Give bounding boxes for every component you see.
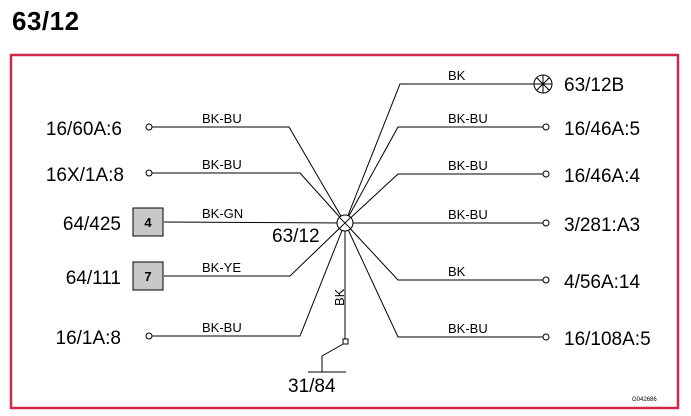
wire-color-label: BK-BU: [448, 321, 488, 336]
page-title: 63/12: [12, 6, 80, 36]
wire-left-5: [151, 222, 346, 337]
lamp-icon: [533, 74, 553, 94]
wire-color-label: BK: [332, 288, 347, 306]
wire-left-1: [151, 126, 346, 224]
wire-color-label: BK-BU: [448, 207, 488, 222]
wire-color-label: BK-BU: [202, 111, 242, 126]
wire-color-label: BK-BU: [202, 157, 242, 172]
ground-switch: [321, 342, 346, 372]
connection-label: 16X/1A:8: [46, 165, 124, 186]
terminal-left-2: [145, 169, 153, 177]
wire-color-label: BK-BU: [202, 320, 242, 335]
lamp-label: 63/12B: [564, 75, 624, 96]
splice-icon: [336, 214, 354, 232]
wire-right-4: [344, 222, 543, 281]
wire-left-4: [164, 222, 346, 277]
connector-box-number: 4: [144, 215, 152, 230]
terminal-right-1: [542, 123, 550, 131]
wire-color-label: BK-BU: [448, 111, 488, 126]
wire-color-label: BK-GN: [202, 206, 243, 221]
wire-left-2: [151, 172, 346, 224]
connection-label: 16/46A:4: [564, 166, 640, 187]
connection-label: 64/111: [66, 268, 121, 289]
connection-label: 16/108A:5: [564, 329, 651, 350]
ground-terminal: [342, 338, 349, 345]
wire-right-5: [344, 222, 543, 338]
connector-box-number: 7: [144, 269, 151, 284]
connector-box-1: 4: [132, 207, 164, 237]
connection-label: 16/1A:8: [56, 328, 122, 349]
wire-color-label: BK: [448, 264, 466, 279]
wire-color-label: BK-BU: [448, 158, 488, 173]
figure-code: G042686: [632, 397, 657, 403]
connection-label: 3/281:A3: [564, 215, 640, 236]
connection-label: 16/60A:6: [46, 119, 122, 140]
wire-lamp: [344, 83, 534, 224]
connection-label: 64/425: [63, 214, 121, 235]
connection-label: 16/46A:5: [564, 119, 640, 140]
terminal-right-4: [542, 276, 550, 284]
wires: [151, 83, 543, 373]
wire-color-label: BK-YE: [202, 260, 241, 275]
terminal-right-2: [542, 170, 550, 178]
terminal-left-5: [145, 332, 153, 340]
diagram-frame: [9, 53, 680, 410]
ground-label: 31/84: [288, 376, 336, 397]
terminal-right-3: [542, 219, 550, 227]
terminals: [145, 123, 550, 345]
wire-left-3: [163, 221, 346, 224]
wire-right-1: [344, 126, 543, 224]
connection-label: 4/56A:14: [564, 272, 640, 293]
splice-label: 63/12: [272, 226, 320, 247]
wire-color-label: BK: [448, 68, 466, 83]
terminal-left-1: [145, 123, 153, 131]
wire-right-2: [344, 173, 543, 224]
terminal-right-5: [542, 333, 550, 341]
connector-box-2: 7: [132, 261, 164, 291]
